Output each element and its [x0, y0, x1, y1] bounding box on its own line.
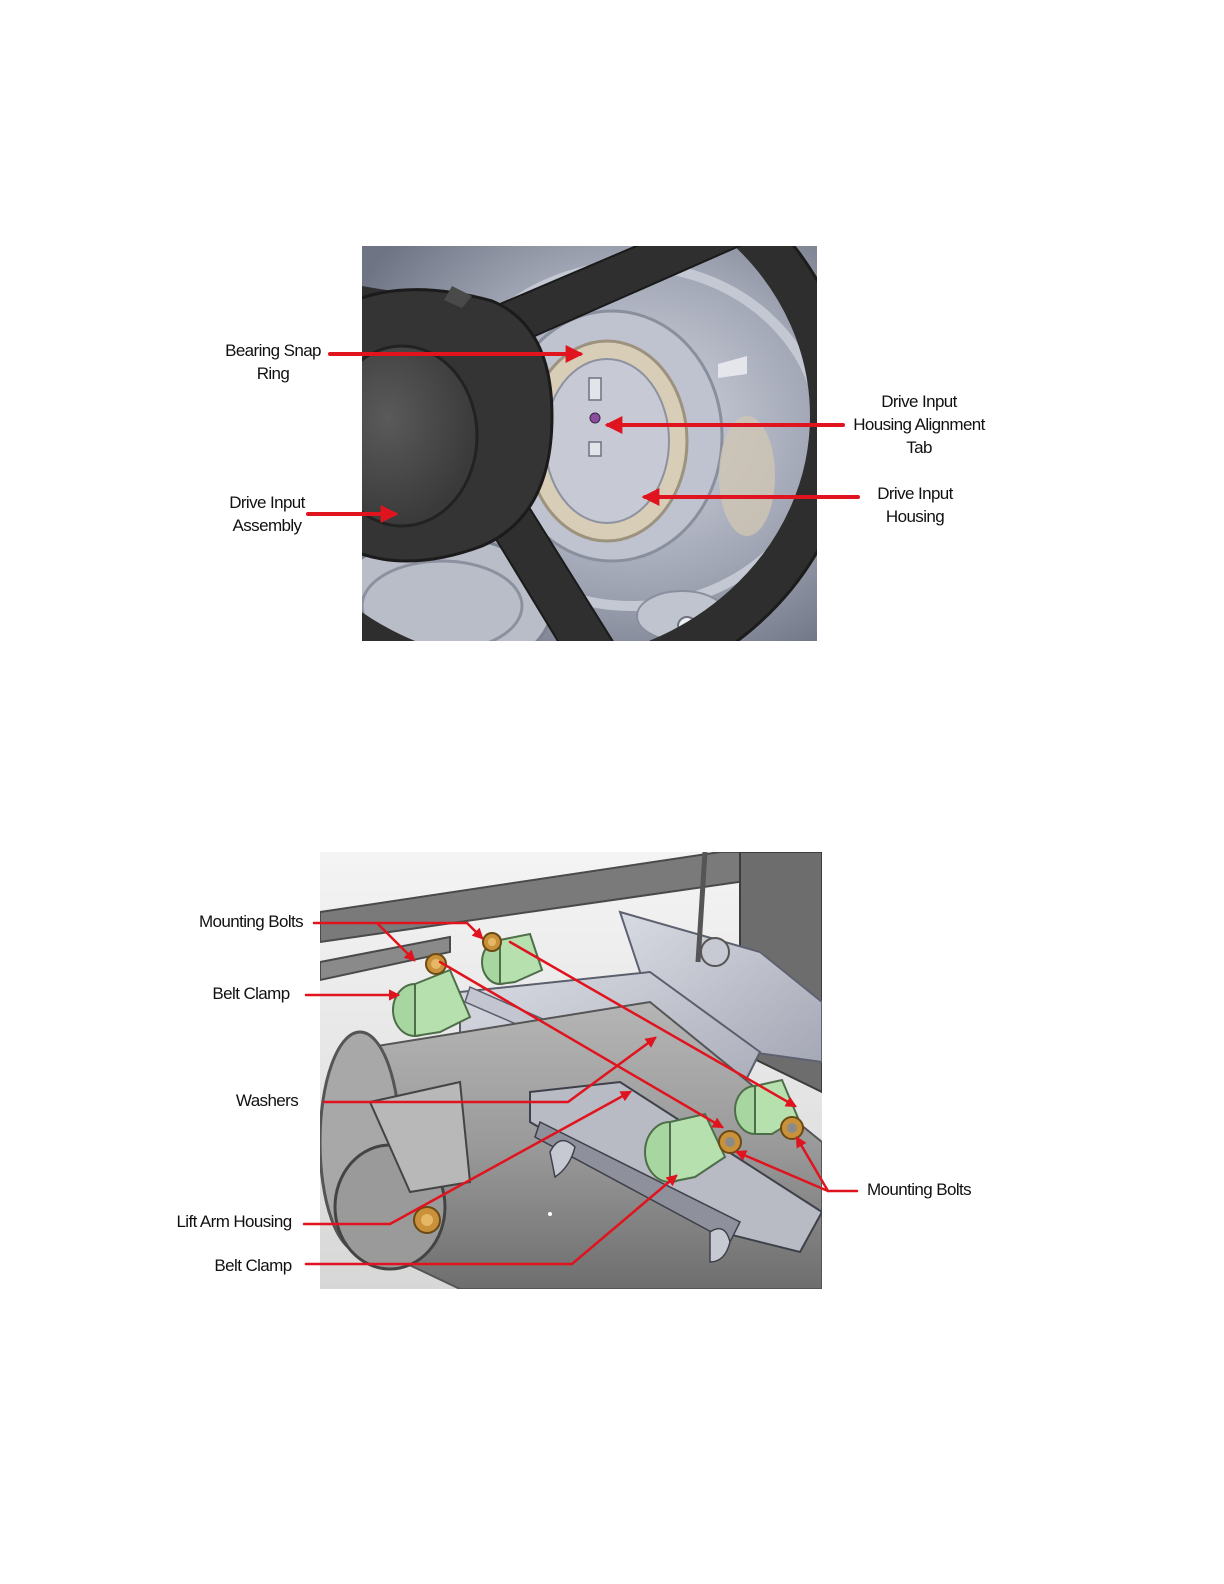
label-alignment-tab: Drive Input Housing Alignment Tab: [838, 390, 1000, 459]
arrow-washers-3: [510, 942, 795, 1106]
label-lift-arm-housing: Lift Arm Housing: [164, 1210, 304, 1233]
label-line: Housing: [858, 505, 972, 528]
label-belt-clamp-bottom: Belt Clamp: [202, 1254, 304, 1277]
label-belt-clamp-top: Belt Clamp: [200, 982, 302, 1005]
arrow-lift-arm-housing: [304, 1092, 630, 1224]
label-drive-input-assembly: Drive Input Assembly: [210, 491, 324, 537]
label-mounting-bolts-right: Mounting Bolts: [858, 1178, 980, 1201]
label-mounting-bolts-top: Mounting Bolts: [190, 910, 312, 933]
arrow-mounting-bolts-top-1: [314, 923, 414, 960]
label-line: Housing Alignment: [838, 413, 1000, 436]
label-line: Bearing Snap: [206, 339, 340, 362]
label-line: Assembly: [210, 514, 324, 537]
arrow-washers-1: [324, 1038, 655, 1102]
arrow-belt-clamp-bottom: [306, 1176, 676, 1264]
label-bearing-snap-ring: Bearing Snap Ring: [206, 339, 340, 385]
label-line: Drive Input: [838, 390, 1000, 413]
label-line: Tab: [838, 436, 1000, 459]
arrow-mounting-bolts-right-1: [737, 1152, 857, 1191]
label-drive-input-housing: Drive Input Housing: [858, 482, 972, 528]
label-line: Ring: [206, 362, 340, 385]
label-washers: Washers: [226, 1089, 308, 1112]
label-line: Drive Input: [210, 491, 324, 514]
arrow-mounting-bolts-top-2: [377, 923, 482, 938]
label-line: Drive Input: [858, 482, 972, 505]
